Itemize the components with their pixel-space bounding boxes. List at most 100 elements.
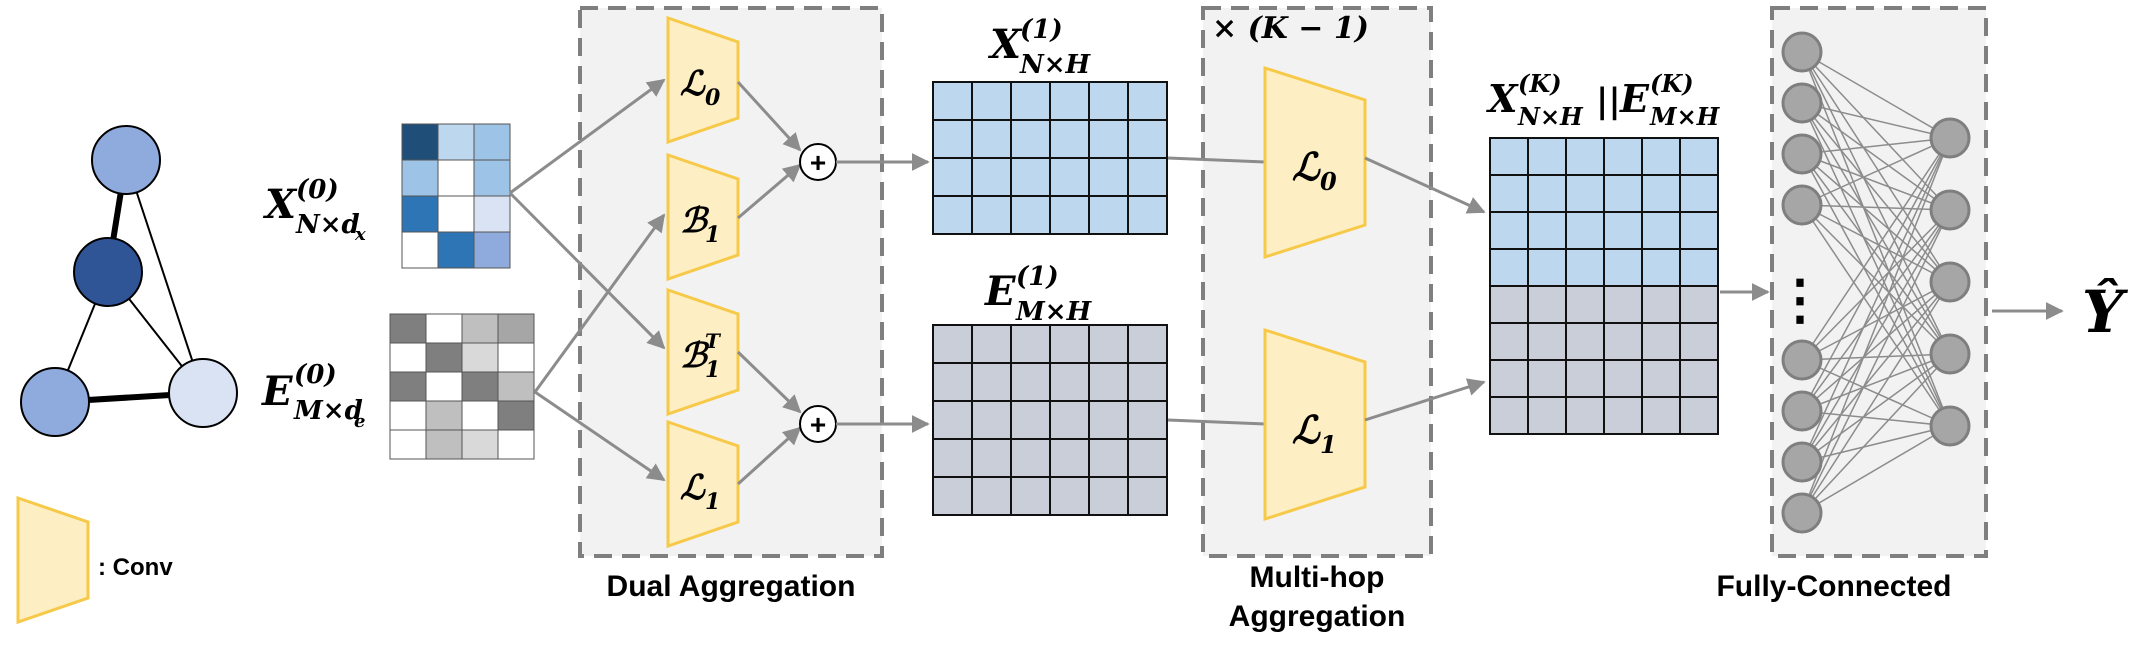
svg-text:N×H: N×H bbox=[1517, 102, 1584, 131]
svg-text:(0): (0) bbox=[296, 175, 339, 205]
matrix-cell bbox=[473, 159, 511, 197]
fc-ellipsis: ⋮ bbox=[1773, 270, 1827, 330]
fc-neuron bbox=[1781, 31, 1823, 73]
svg-text:0: 0 bbox=[705, 85, 721, 111]
svg-text:N×d: N×d bbox=[295, 210, 360, 240]
concat-label: X (K) N×H || E (K) M×H bbox=[1486, 69, 1721, 131]
svg-text:(1): (1) bbox=[1020, 15, 1063, 45]
x1-label: X (1) N×H bbox=[987, 15, 1092, 80]
fc-edge bbox=[1801, 204, 1951, 355]
matrix-cell bbox=[1641, 322, 1681, 361]
matrix-cell bbox=[437, 195, 475, 233]
fc-edge bbox=[1801, 353, 1951, 514]
matrix-cell bbox=[401, 231, 439, 269]
matrix-cell bbox=[461, 429, 499, 460]
svg-text:M×H: M×H bbox=[1015, 297, 1093, 327]
matrix-cell bbox=[1641, 396, 1681, 435]
e1-matrix bbox=[932, 324, 1168, 516]
sum-node-bottom: + bbox=[799, 405, 837, 443]
matrix-cell bbox=[1641, 211, 1681, 250]
matrix-cell bbox=[389, 400, 427, 431]
matrix-cell bbox=[1088, 81, 1129, 121]
matrix-cell bbox=[1088, 400, 1129, 440]
svg-text:0: 0 bbox=[1320, 167, 1337, 196]
fc-neuron bbox=[1929, 117, 1971, 159]
matrix-cell bbox=[437, 123, 475, 161]
matrix-cell bbox=[1049, 195, 1090, 235]
matrix-cell bbox=[1565, 137, 1605, 176]
matrix-cell bbox=[1489, 359, 1529, 398]
matrix-cell bbox=[1489, 285, 1529, 324]
matrix-cell bbox=[1049, 81, 1090, 121]
matrix-cell bbox=[1679, 285, 1719, 324]
svg-text:ℒ: ℒ bbox=[1292, 407, 1321, 452]
conv-l0: ℒ 0 bbox=[666, 15, 740, 145]
matrix-cell bbox=[1679, 211, 1719, 250]
matrix-cell bbox=[389, 371, 427, 402]
svg-text:1: 1 bbox=[705, 489, 720, 515]
matrix-cell bbox=[971, 324, 1012, 364]
svg-text:ℒ: ℒ bbox=[680, 468, 706, 508]
matrix-cell bbox=[401, 195, 439, 233]
fc-caption: Fully-Connected bbox=[1716, 570, 1951, 603]
matrix-cell bbox=[1679, 396, 1719, 435]
matrix-cell bbox=[1088, 476, 1129, 516]
matrix-cell bbox=[473, 195, 511, 233]
matrix-cell bbox=[401, 123, 439, 161]
matrix-cell bbox=[1527, 396, 1567, 435]
matrix-cell bbox=[1641, 359, 1681, 398]
svg-text:1: 1 bbox=[705, 222, 720, 248]
edge-feature-matrix bbox=[389, 313, 535, 460]
fc-edge bbox=[1801, 137, 1951, 463]
matrix-cell bbox=[1527, 211, 1567, 250]
matrix-cell bbox=[461, 313, 499, 344]
matrix-cell bbox=[1641, 137, 1681, 176]
x1-matrix bbox=[932, 81, 1168, 235]
matrix-cell bbox=[1489, 396, 1529, 435]
matrix-cell bbox=[497, 371, 535, 402]
output-y-hat: Ŷ bbox=[2082, 278, 2129, 346]
fc-edge bbox=[1801, 281, 1951, 412]
matrix-cell bbox=[461, 342, 499, 373]
conv-legend-icon bbox=[16, 495, 90, 625]
matrix-cell bbox=[971, 476, 1012, 516]
matrix-cell bbox=[1049, 119, 1090, 159]
e1-label: E (1) M×H bbox=[984, 262, 1093, 327]
fc-neurons bbox=[1781, 31, 1971, 534]
fc-neuron bbox=[1929, 189, 1971, 231]
svg-text:N×H: N×H bbox=[1019, 50, 1092, 80]
fc-edge bbox=[1801, 204, 1951, 427]
matrix-cell bbox=[497, 313, 535, 344]
matrix-cell bbox=[1527, 322, 1567, 361]
fc-edge bbox=[1801, 209, 1951, 361]
matrix-cell bbox=[1088, 438, 1129, 478]
svg-text:X: X bbox=[987, 21, 1023, 68]
svg-text:M×d: M×d bbox=[293, 396, 363, 426]
svg-text:X: X bbox=[262, 181, 298, 228]
fc-neuron bbox=[1781, 492, 1823, 534]
matrix-cell bbox=[461, 400, 499, 431]
fc-edge bbox=[1801, 51, 1951, 139]
matrix-cell bbox=[1679, 248, 1719, 287]
fc-edge bbox=[1801, 137, 1951, 361]
fc-edge bbox=[1801, 281, 1951, 463]
input-graph bbox=[20, 125, 238, 437]
matrix-cell bbox=[971, 362, 1012, 402]
matrix-cell bbox=[1565, 285, 1605, 324]
matrix-cell bbox=[1010, 324, 1051, 364]
matrix-cell bbox=[1010, 81, 1051, 121]
matrix-cell bbox=[1641, 248, 1681, 287]
matrix-cell bbox=[1489, 322, 1529, 361]
matrix-cell bbox=[932, 81, 973, 121]
matrix-cell bbox=[1010, 119, 1051, 159]
fc-edge bbox=[1801, 137, 1951, 412]
svg-text:1: 1 bbox=[705, 357, 720, 383]
matrix-cell bbox=[1088, 195, 1129, 235]
matrix-cell bbox=[932, 438, 973, 478]
conv-l0-hop: ℒ 0 bbox=[1263, 65, 1367, 260]
fc-neuron bbox=[1781, 441, 1823, 483]
matrix-to-hop-lines bbox=[1167, 156, 1266, 426]
matrix-cell bbox=[1049, 400, 1090, 440]
